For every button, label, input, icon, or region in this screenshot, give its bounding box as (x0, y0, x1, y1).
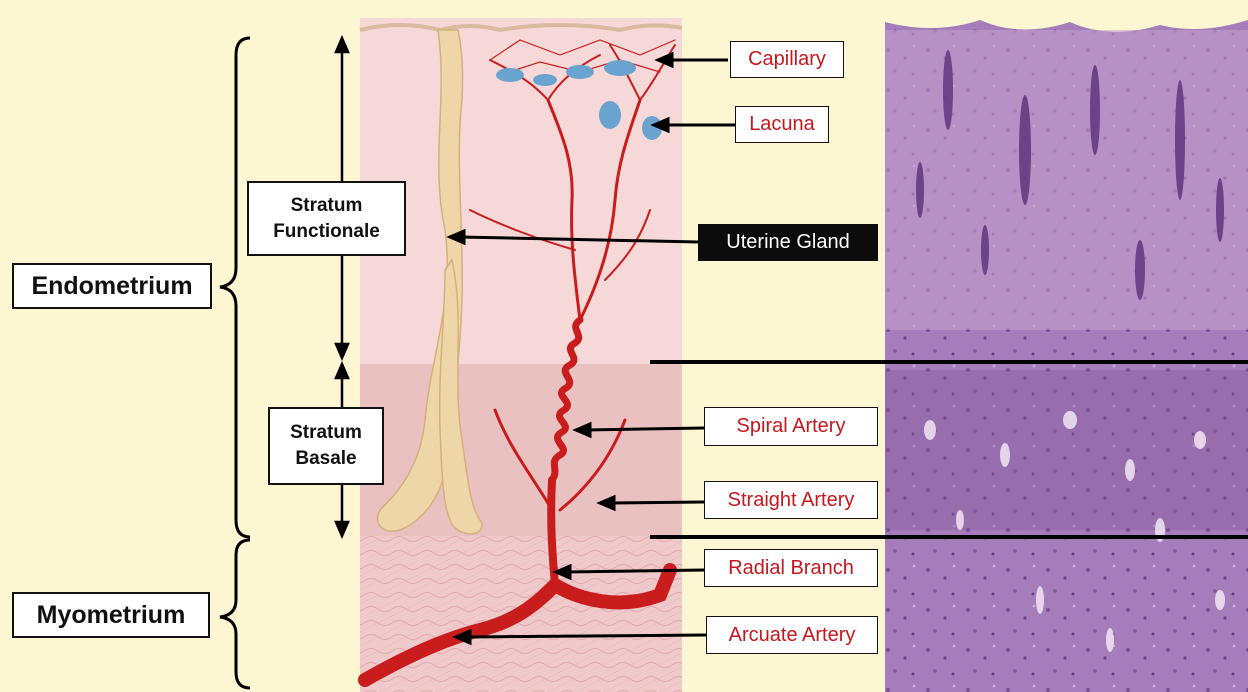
stratum-basale-label: Stratum Basale (268, 407, 384, 485)
capillary-label: Capillary (730, 41, 844, 78)
pointer-arrows (446, 51, 736, 646)
uterine-gland-label: Uterine Gland (698, 224, 878, 261)
endometrium-brace (219, 36, 251, 539)
artery-tree (358, 39, 677, 687)
uterine-gland-drawing (376, 29, 483, 535)
region-braces (219, 36, 251, 690)
myometrium-label: Myometrium (12, 592, 210, 638)
spiral-artery-label: Spiral Artery (704, 407, 878, 446)
lacuna-label: Lacuna (735, 106, 829, 143)
tissue-layers (359, 18, 683, 692)
layer-boundary-lines (650, 360, 1248, 539)
endometrium-label: Endometrium (12, 263, 212, 309)
myometrium-brace (219, 538, 251, 690)
radial-branch-label: Radial Branch (704, 549, 878, 587)
arcuate-artery-label: Arcuate Artery (706, 616, 878, 654)
straight-artery-label: Straight Artery (704, 481, 878, 519)
stratum-functionale-label: Stratum Functionale (247, 181, 406, 256)
lacuna-drawing (496, 60, 662, 140)
histology-micrograph (885, 0, 1248, 692)
